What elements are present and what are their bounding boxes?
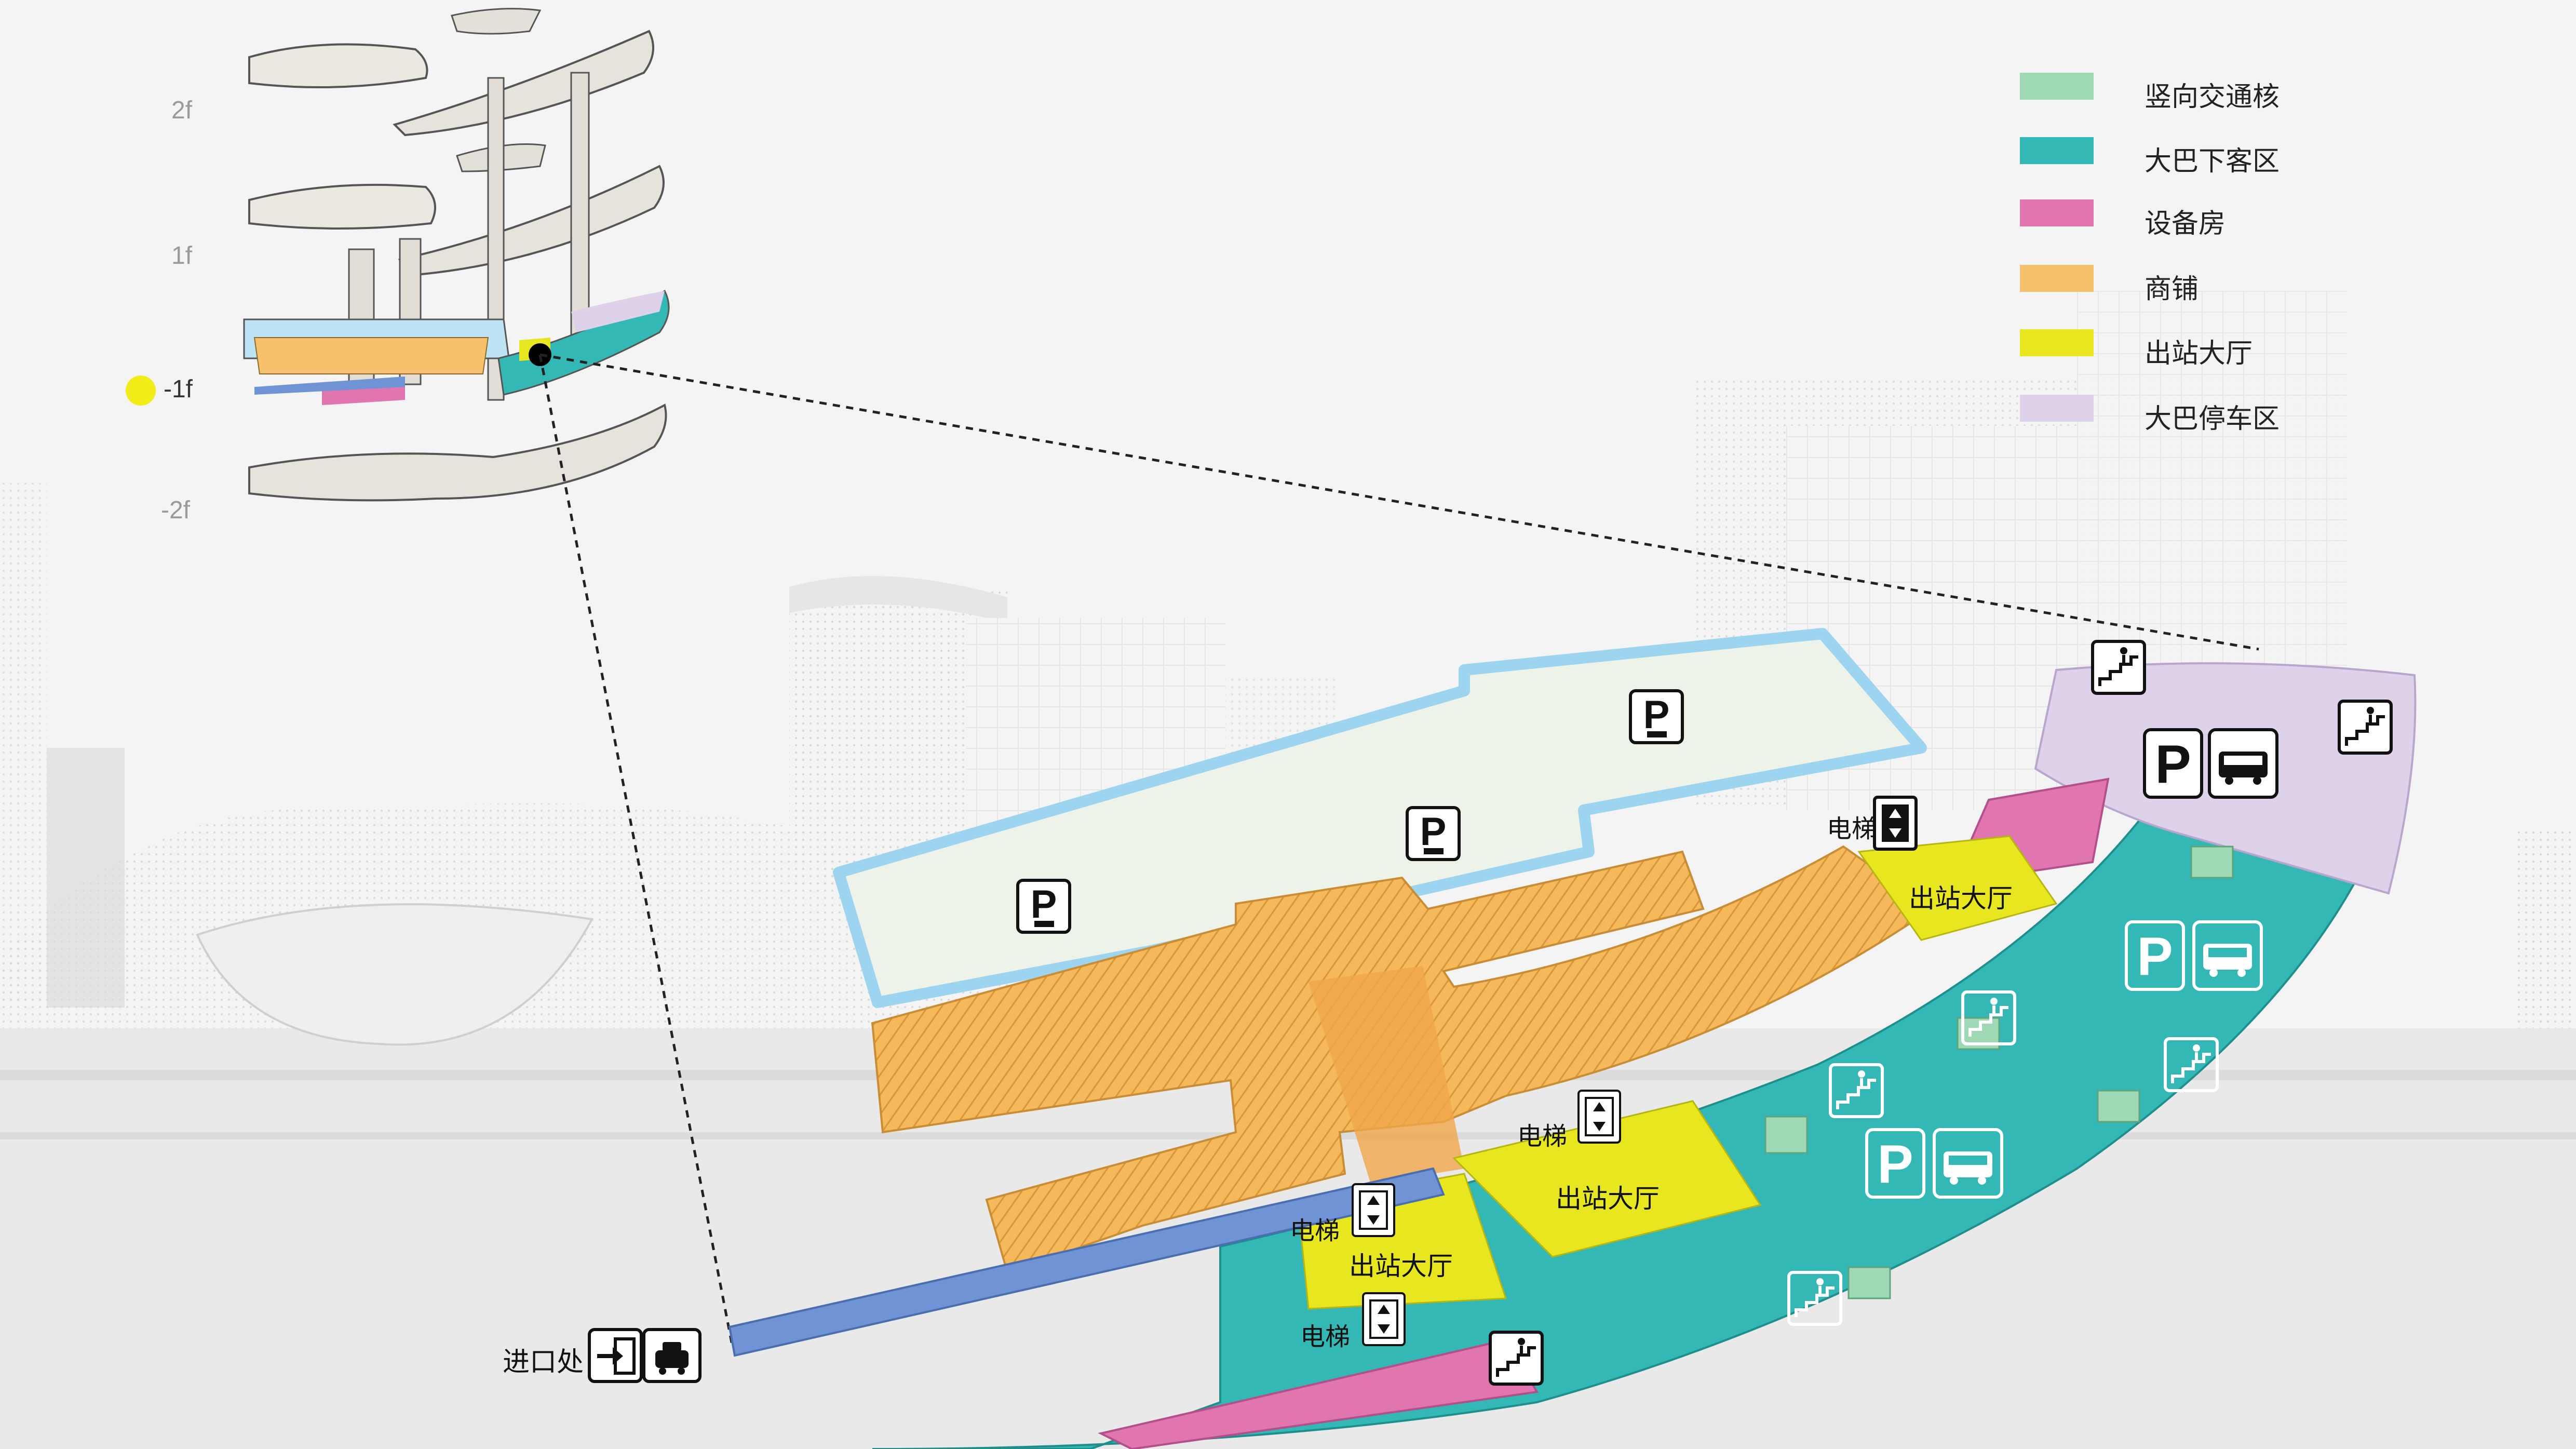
legend-label: 大巴停车区 [2145,404,2280,435]
legend-swatch [2020,329,2094,356]
exit-hall-label: 出站大厅 [1556,1184,1660,1214]
floor-label-minus2f[interactable]: -2f [161,497,191,524]
legend-label: 大巴下客区 [2145,146,2280,177]
elevator-label: 电梯 [1290,1216,1340,1245]
legend-swatch [2020,395,2094,422]
exploded-axonometric [243,8,670,502]
leader-lines [538,353,2259,1346]
entry-label: 进口处 [503,1347,584,1378]
floor-label-2f[interactable]: 2f [171,97,193,124]
legend-label: 设备房 [2145,208,2226,239]
legend-label: 竖向交通核 [2145,82,2280,113]
legend-swatch [2020,199,2094,226]
elevator-label: 电梯 [1827,814,1877,843]
legend-swatch [2020,265,2094,292]
exit-hall-label: 出站大厅 [1909,883,2013,914]
elevator-label: 电梯 [1517,1122,1568,1151]
legend-swatch [2020,73,2094,100]
bus-dropoff-area [872,778,2400,1449]
elevator-label: 电梯 [1300,1322,1351,1351]
exit-hall-label: 出站大厅 [1349,1251,1453,1281]
active-floor-marker [126,375,156,406]
floor-label-1f[interactable]: 1f [171,242,193,270]
legend-swatch [2020,137,2094,164]
floor-label-minus1f[interactable]: -1f [164,375,193,403]
legend-label: 出站大厅 [2145,338,2253,369]
legend-label: 商铺 [2145,274,2199,305]
